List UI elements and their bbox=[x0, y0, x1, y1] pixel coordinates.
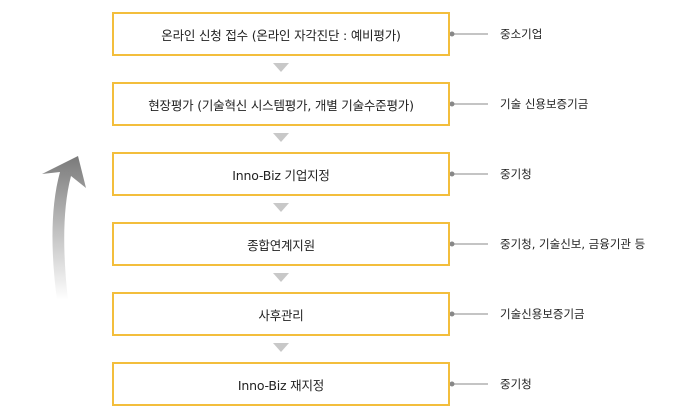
triangle-down-icon bbox=[273, 273, 289, 282]
step-box-integrated-support: 종합연계지원 bbox=[112, 222, 450, 266]
agency-label-5: 기술신용보증기금 bbox=[500, 307, 585, 321]
curved-up-arrow-icon bbox=[42, 156, 86, 300]
step-box-online-application: 온라인 신청 접수 (온라인 자각진단 : 예비평가) bbox=[112, 12, 450, 56]
connector-dot bbox=[449, 381, 455, 387]
step-label: 온라인 신청 접수 (온라인 자각진단 : 예비평가) bbox=[161, 27, 401, 43]
step-box-follow-up: 사후관리 bbox=[112, 292, 450, 336]
triangle-down-icon bbox=[273, 133, 289, 142]
step-box-onsite-evaluation: 현장평가 (기술혁신 시스템평가, 개별 기술수준평가) bbox=[112, 82, 450, 126]
connector-dot bbox=[449, 101, 455, 107]
connector-dot bbox=[449, 311, 455, 317]
step-label: 현장평가 (기술혁신 시스템평가, 개별 기술수준평가) bbox=[148, 97, 414, 113]
connector-dot bbox=[449, 241, 455, 247]
agency-label-2: 기술 신용보증기금 bbox=[500, 97, 589, 111]
agency-label-1: 중소기업 bbox=[500, 27, 543, 41]
step-label: Inno-Biz 기업지정 bbox=[232, 167, 330, 183]
step-label: 사후관리 bbox=[258, 307, 304, 323]
triangle-down-icon bbox=[273, 343, 289, 352]
connector-dot bbox=[449, 171, 455, 177]
triangle-down-icon bbox=[273, 63, 289, 72]
step-box-redesignation: Inno-Biz 재지정 bbox=[112, 362, 450, 406]
step-box-designation: Inno-Biz 기업지정 bbox=[112, 152, 450, 196]
step-label: 종합연계지원 bbox=[247, 237, 315, 253]
connector-dot bbox=[449, 31, 455, 37]
agency-label-4: 중기청, 기술신보, 금융기관 등 bbox=[500, 237, 646, 251]
agency-label-3: 중기청 bbox=[500, 167, 532, 181]
step-label: Inno-Biz 재지정 bbox=[237, 377, 325, 393]
agency-label-6: 중기청 bbox=[500, 377, 532, 391]
triangle-down-icon bbox=[273, 203, 289, 212]
